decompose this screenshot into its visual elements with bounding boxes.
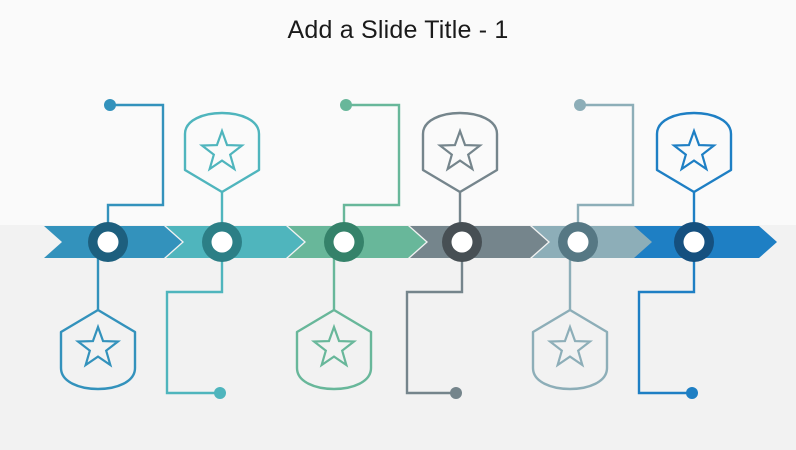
badge-shield[interactable]: [421, 111, 499, 194]
node-center: [211, 231, 233, 253]
connector-line: [637, 246, 696, 395]
connector-line: [165, 246, 224, 395]
connector-line: [405, 246, 464, 395]
connector-line: [576, 103, 635, 238]
node-center: [567, 231, 589, 253]
connector-line: [342, 103, 401, 238]
process-step-2: [165, 111, 304, 399]
process-step-6: [634, 111, 777, 399]
badge-shield[interactable]: [59, 308, 137, 391]
process-step-1: [44, 99, 182, 391]
connector-dot-top: [574, 99, 586, 111]
star-outline-icon: [74, 323, 122, 368]
node-center: [97, 231, 119, 253]
connector-dot-bottom: [686, 387, 698, 399]
connector-dot-top: [340, 99, 352, 111]
background-band-lower: [0, 225, 796, 450]
star-outline-icon: [670, 127, 718, 172]
connector-dot-top: [104, 99, 116, 111]
node-center: [333, 231, 355, 253]
connector-dot-bottom: [214, 387, 226, 399]
star-outline-icon: [198, 127, 246, 172]
connector-dot-bottom: [450, 387, 462, 399]
process-step-4: [405, 111, 548, 399]
star-outline-icon: [546, 323, 594, 368]
badge-shield[interactable]: [655, 111, 733, 194]
page-title[interactable]: Add a Slide Title - 1: [287, 16, 509, 44]
badge-shield[interactable]: [183, 111, 261, 194]
badge-shield[interactable]: [295, 308, 373, 391]
badge-shield[interactable]: [531, 308, 609, 391]
node-center: [451, 231, 473, 253]
node-center: [683, 231, 705, 253]
process-step-5: [531, 99, 670, 391]
process-step-3: [288, 99, 426, 391]
star-outline-icon: [436, 127, 484, 172]
star-outline-icon: [310, 323, 358, 368]
connector-line: [106, 103, 165, 238]
